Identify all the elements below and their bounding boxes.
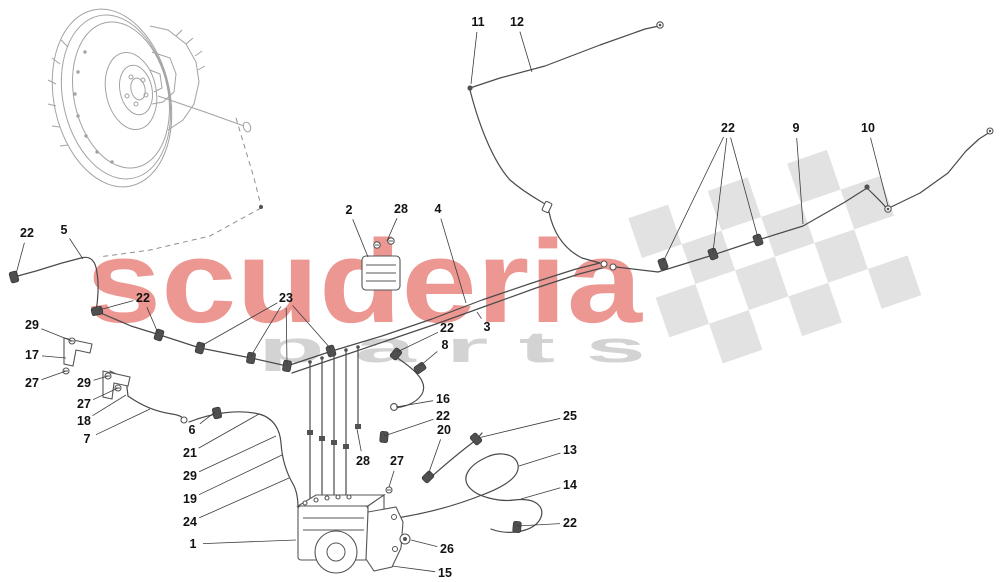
leader-line-22 xyxy=(383,418,434,437)
part-label-9[interactable]: 9 xyxy=(793,121,800,135)
bracket-17 xyxy=(63,337,93,367)
part-label-14[interactable]: 14 xyxy=(563,478,577,492)
leader-line-8 xyxy=(419,351,438,367)
leader-line-27 xyxy=(388,470,395,488)
leader-line-23 xyxy=(292,305,332,350)
part-label-11[interactable]: 11 xyxy=(471,15,484,29)
leader-line-16 xyxy=(395,400,434,408)
part-label-6[interactable]: 6 xyxy=(189,423,196,437)
part-label-16[interactable]: 16 xyxy=(436,392,450,406)
leader-line-11 xyxy=(470,31,478,85)
leader-line-4 xyxy=(440,218,467,304)
leader-line-29 xyxy=(198,435,277,473)
leader-line-24 xyxy=(198,477,290,519)
leader-line-3 xyxy=(476,311,482,319)
leader-line-22 xyxy=(662,136,724,263)
checkered-flag-watermark xyxy=(628,149,922,364)
leader-line-26 xyxy=(410,539,438,547)
part-label-25[interactable]: 25 xyxy=(563,409,577,423)
part-label-22[interactable]: 22 xyxy=(20,226,34,240)
part-label-28[interactable]: 28 xyxy=(394,202,408,216)
leader-line-20 xyxy=(427,439,441,476)
part-label-22[interactable]: 22 xyxy=(440,321,454,335)
part-label-28[interactable]: 28 xyxy=(356,454,370,468)
part-label-27[interactable]: 27 xyxy=(390,454,404,468)
leader-line-27 xyxy=(41,370,67,381)
reference-dashed-lines xyxy=(98,117,263,258)
leader-line-15 xyxy=(391,565,436,573)
leader-line-22 xyxy=(15,242,25,275)
part-label-10[interactable]: 10 xyxy=(861,121,875,135)
grommet-26 xyxy=(399,533,411,545)
leader-line-23 xyxy=(200,302,278,347)
leader-line-14 xyxy=(520,487,561,500)
part-label-22[interactable]: 22 xyxy=(436,409,450,423)
part-label-27[interactable]: 27 xyxy=(25,376,39,390)
leader-line-10 xyxy=(870,137,889,207)
leader-line-7 xyxy=(95,408,151,436)
brake-disc-illustration xyxy=(47,8,252,188)
leader-line-1 xyxy=(202,539,297,544)
part-label-13[interactable]: 13 xyxy=(563,443,577,457)
leader-line-2 xyxy=(352,219,369,258)
part-label-19[interactable]: 19 xyxy=(183,492,197,506)
part-label-20[interactable]: 20 xyxy=(437,423,451,437)
leader-line-22 xyxy=(98,300,134,311)
leader-line-29 xyxy=(93,375,109,381)
leader-line-9 xyxy=(796,137,804,225)
leader-line-27 xyxy=(92,387,119,401)
leader-line-28 xyxy=(386,218,398,242)
leader-line-22 xyxy=(396,331,439,353)
pipe-clips xyxy=(8,233,764,533)
leader-line-29 xyxy=(41,328,73,342)
part-label-22[interactable]: 22 xyxy=(563,516,577,530)
bracket-15 xyxy=(365,506,404,572)
leader-line-6 xyxy=(199,411,216,425)
leader-line-21 xyxy=(198,413,260,449)
leader-line-23 xyxy=(250,306,282,357)
leader-line-22 xyxy=(712,137,728,253)
leader-line-12 xyxy=(519,31,533,73)
part-label-7[interactable]: 7 xyxy=(84,432,91,446)
leader-line-19 xyxy=(198,454,283,496)
leader-line-28 xyxy=(356,428,362,452)
part-label-4[interactable]: 4 xyxy=(435,202,442,216)
leader-line-5 xyxy=(69,238,84,260)
part-label-17[interactable]: 17 xyxy=(25,348,39,362)
junction-box-2 xyxy=(361,255,401,291)
part-label-29[interactable]: 29 xyxy=(25,318,39,332)
leader-line-23 xyxy=(285,307,288,365)
part-label-23[interactable]: 23 xyxy=(279,291,293,305)
part-label-3[interactable]: 3 xyxy=(484,320,491,334)
part-label-5[interactable]: 5 xyxy=(61,223,68,237)
leader-line-18 xyxy=(92,394,127,417)
part-label-29[interactable]: 29 xyxy=(183,469,197,483)
leader-line-22 xyxy=(146,307,159,334)
part-label-18[interactable]: 18 xyxy=(77,414,91,428)
part-label-29[interactable]: 29 xyxy=(77,376,91,390)
part-label-27[interactable]: 27 xyxy=(77,397,91,411)
part-label-2[interactable]: 2 xyxy=(346,203,353,217)
part-label-1[interactable]: 1 xyxy=(190,537,197,551)
leader-line-13 xyxy=(518,452,561,467)
components xyxy=(62,237,411,574)
part-label-22[interactable]: 22 xyxy=(721,121,735,135)
leader-line-17 xyxy=(41,355,67,359)
leader-line-22 xyxy=(730,137,759,239)
part-label-21[interactable]: 21 xyxy=(183,446,197,460)
part-label-15[interactable]: 15 xyxy=(438,566,452,580)
watermark-sub: p a r t s xyxy=(258,323,646,372)
part-label-8[interactable]: 8 xyxy=(442,338,449,352)
part-label-12[interactable]: 12 xyxy=(510,15,524,29)
leader-line-25 xyxy=(477,417,561,439)
part-label-22[interactable]: 22 xyxy=(136,291,150,305)
part-label-24[interactable]: 24 xyxy=(183,515,197,529)
part-label-26[interactable]: 26 xyxy=(440,542,454,556)
leader-line-22 xyxy=(516,523,561,527)
